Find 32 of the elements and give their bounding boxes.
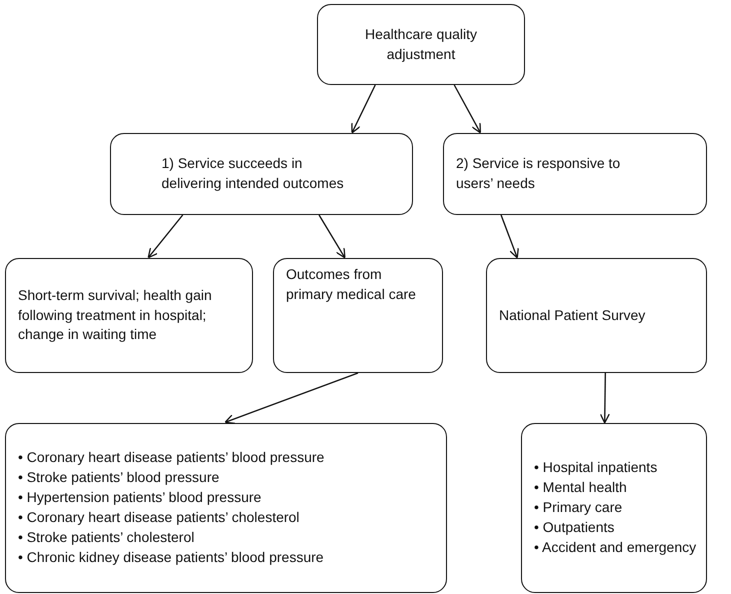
list-item: • Stroke patients’ blood pressure: [18, 468, 220, 488]
arrow: [318, 214, 346, 258]
box-text: Healthcare quality adjustment: [364, 24, 478, 64]
list-item: • Hypertension patients’ blood pressure: [18, 488, 262, 508]
box-text: Outcomes from primary medical care: [286, 265, 416, 304]
list-item: • Coronary heart disease patients’ cholesterol: [18, 508, 300, 527]
arrow: [500, 214, 519, 258]
list-box: [521, 423, 707, 593]
list-item: • Stroke patients’ cholesterol: [18, 528, 196, 547]
arrow: [454, 84, 482, 134]
box-text: National Patient Survey: [499, 306, 646, 325]
process-box: [273, 258, 443, 373]
list-item: • Accident and emergency: [534, 538, 696, 557]
list-item: • Hospital inpatients: [534, 458, 658, 478]
process-box: [317, 4, 525, 85]
list-item: • Mental health: [534, 478, 628, 498]
list-item: • Coronary heart disease patients’ blood pressure: [18, 448, 324, 468]
process-box: [486, 258, 707, 373]
arrow: [600, 373, 610, 424]
arrow: [148, 214, 184, 258]
arrow: [351, 84, 376, 134]
list-item: • Primary care: [534, 498, 624, 518]
process-box: [443, 133, 707, 215]
list-item: • Chronic kidney disease patients’ blood pressure: [18, 548, 324, 567]
list-box: [5, 423, 447, 593]
process-box: [110, 133, 413, 215]
process-box: [5, 258, 253, 373]
list-item: • Outpatients: [534, 518, 616, 537]
box-text: 2) Service is responsive to users’ needs: [456, 154, 622, 193]
arrow: [224, 372, 358, 424]
box-text: Short-term survival; health gain following treatment in hospital; change in waiting time: [18, 286, 213, 344]
box-text: 1) Service succeeds in delivering intended outcomes: [162, 154, 345, 193]
